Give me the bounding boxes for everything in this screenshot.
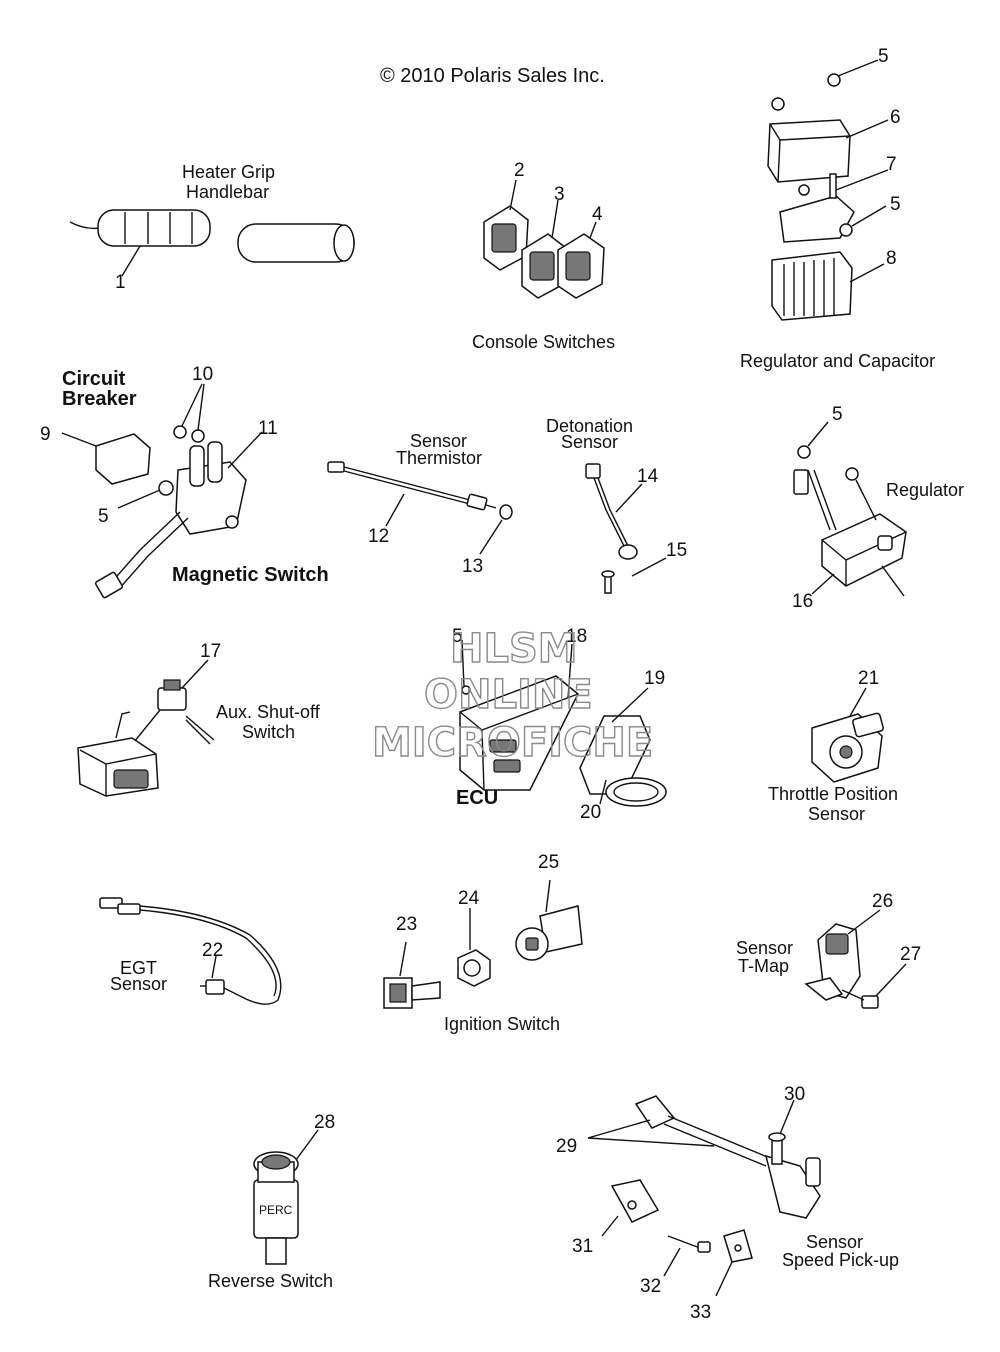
callout-14: 14: [637, 466, 659, 487]
callout-33: 33: [690, 1302, 711, 1323]
speed-pickup-sensor-drawing: [587, 1095, 821, 1297]
callout-19: 19: [644, 668, 665, 689]
callout-28: 28: [314, 1112, 335, 1133]
callout-5-regulator: 5: [832, 404, 843, 425]
callout-5-regulator-top: 5: [878, 46, 889, 67]
callout-29: 29: [556, 1136, 577, 1157]
watermark-microfiche: MICROFICHE: [372, 720, 653, 766]
regulator-capacitor-drawing: [767, 59, 889, 321]
reverse-switch-drawing: [253, 1129, 319, 1265]
caption-aux-1: Aux. Shut-off: [216, 702, 321, 722]
callout-9: 9: [40, 424, 51, 445]
callout-4: 4: [592, 204, 603, 225]
regulator-drawing: [793, 421, 907, 597]
caption-heater-grip: Heater Grip: [182, 162, 275, 182]
callout-6: 6: [890, 107, 901, 128]
caption-tps-2: Sensor: [808, 804, 865, 824]
callout-1: 1: [115, 272, 126, 293]
callout-12: 12: [368, 526, 389, 547]
callout-8: 8: [886, 248, 897, 269]
callout-5-regulator-mid: 5: [890, 194, 901, 215]
caption-tmap-2: T-Map: [738, 956, 789, 976]
caption-ignition-switch: Ignition Switch: [444, 1014, 560, 1034]
caption-aux-2: Switch: [242, 722, 295, 742]
callout-26: 26: [872, 891, 893, 912]
caption-ecu: ECU: [456, 787, 498, 809]
callout-25: 25: [538, 852, 559, 873]
callout-27: 27: [900, 944, 921, 965]
callout-5-ecu: 5: [452, 626, 463, 647]
sensor-tmap-drawing: [804, 909, 907, 1009]
caption-regulator: Regulator: [886, 480, 964, 500]
callout-21: 21: [858, 668, 879, 689]
callout-24: 24: [458, 888, 480, 909]
caption-breaker: Breaker: [62, 388, 137, 410]
callout-22: 22: [202, 940, 223, 961]
callout-31: 31: [572, 1236, 593, 1257]
callout-10: 10: [192, 364, 213, 385]
watermark-online: ONLINE: [424, 672, 593, 718]
caption-console-switches: Console Switches: [472, 332, 615, 352]
throttle-position-sensor-drawing: [811, 687, 884, 783]
detonation-sensor-drawing: [585, 463, 667, 594]
caption-handlebar: Handlebar: [186, 182, 269, 202]
callout-17: 17: [200, 641, 221, 662]
console-switches-drawing: [483, 179, 605, 299]
caption-egt-2: Sensor: [110, 974, 167, 994]
callout-18: 18: [566, 626, 587, 647]
egt-sensor-drawing: [99, 897, 282, 1005]
callout-23: 23: [396, 914, 417, 935]
copyright-text: © 2010 Polaris Sales Inc.: [380, 65, 605, 87]
callout-2: 2: [514, 160, 525, 181]
callout-7: 7: [886, 154, 897, 175]
caption-sensor-thermistor-1: Sensor: [410, 431, 467, 451]
caption-tps-1: Throttle Position: [768, 784, 898, 804]
caption-circuit: Circuit: [62, 368, 126, 390]
ignition-switch-drawing: [383, 879, 583, 1009]
sensor-thermistor-drawing: [327, 461, 513, 555]
caption-sensor-thermistor-2: Thermistor: [396, 448, 482, 468]
caption-tmap-1: Sensor: [736, 938, 793, 958]
caption-regulator-capacitor: Regulator and Capacitor: [740, 351, 935, 371]
caption-reverse-switch: Reverse Switch: [208, 1271, 333, 1291]
caption-egt-1: EGT: [120, 958, 157, 978]
callout-5-breaker: 5: [98, 506, 109, 527]
callout-15: 15: [666, 540, 687, 561]
caption-speed-2: Speed Pick-up: [782, 1250, 899, 1270]
caption-detonation-2: Sensor: [561, 432, 618, 452]
aux-shutoff-switch-drawing: [77, 659, 215, 797]
ecu-drawing: [459, 639, 667, 807]
callout-20: 20: [580, 802, 601, 823]
circuit-breaker-magnetic-switch-drawing: [61, 383, 263, 599]
perc-label: PERC: [259, 1203, 293, 1217]
heater-grip-drawing: [69, 209, 355, 277]
caption-detonation-1: Detonation: [546, 416, 633, 436]
caption-magnetic-switch: Magnetic Switch: [172, 564, 329, 586]
callout-16: 16: [792, 591, 813, 612]
callout-13: 13: [462, 556, 483, 577]
callout-32: 32: [640, 1276, 661, 1297]
callout-30: 30: [784, 1084, 805, 1105]
caption-speed-1: Sensor: [806, 1232, 863, 1252]
callout-11: 11: [258, 418, 278, 439]
watermark-hlsm: HLSM: [450, 626, 578, 672]
callout-3: 3: [554, 184, 565, 205]
